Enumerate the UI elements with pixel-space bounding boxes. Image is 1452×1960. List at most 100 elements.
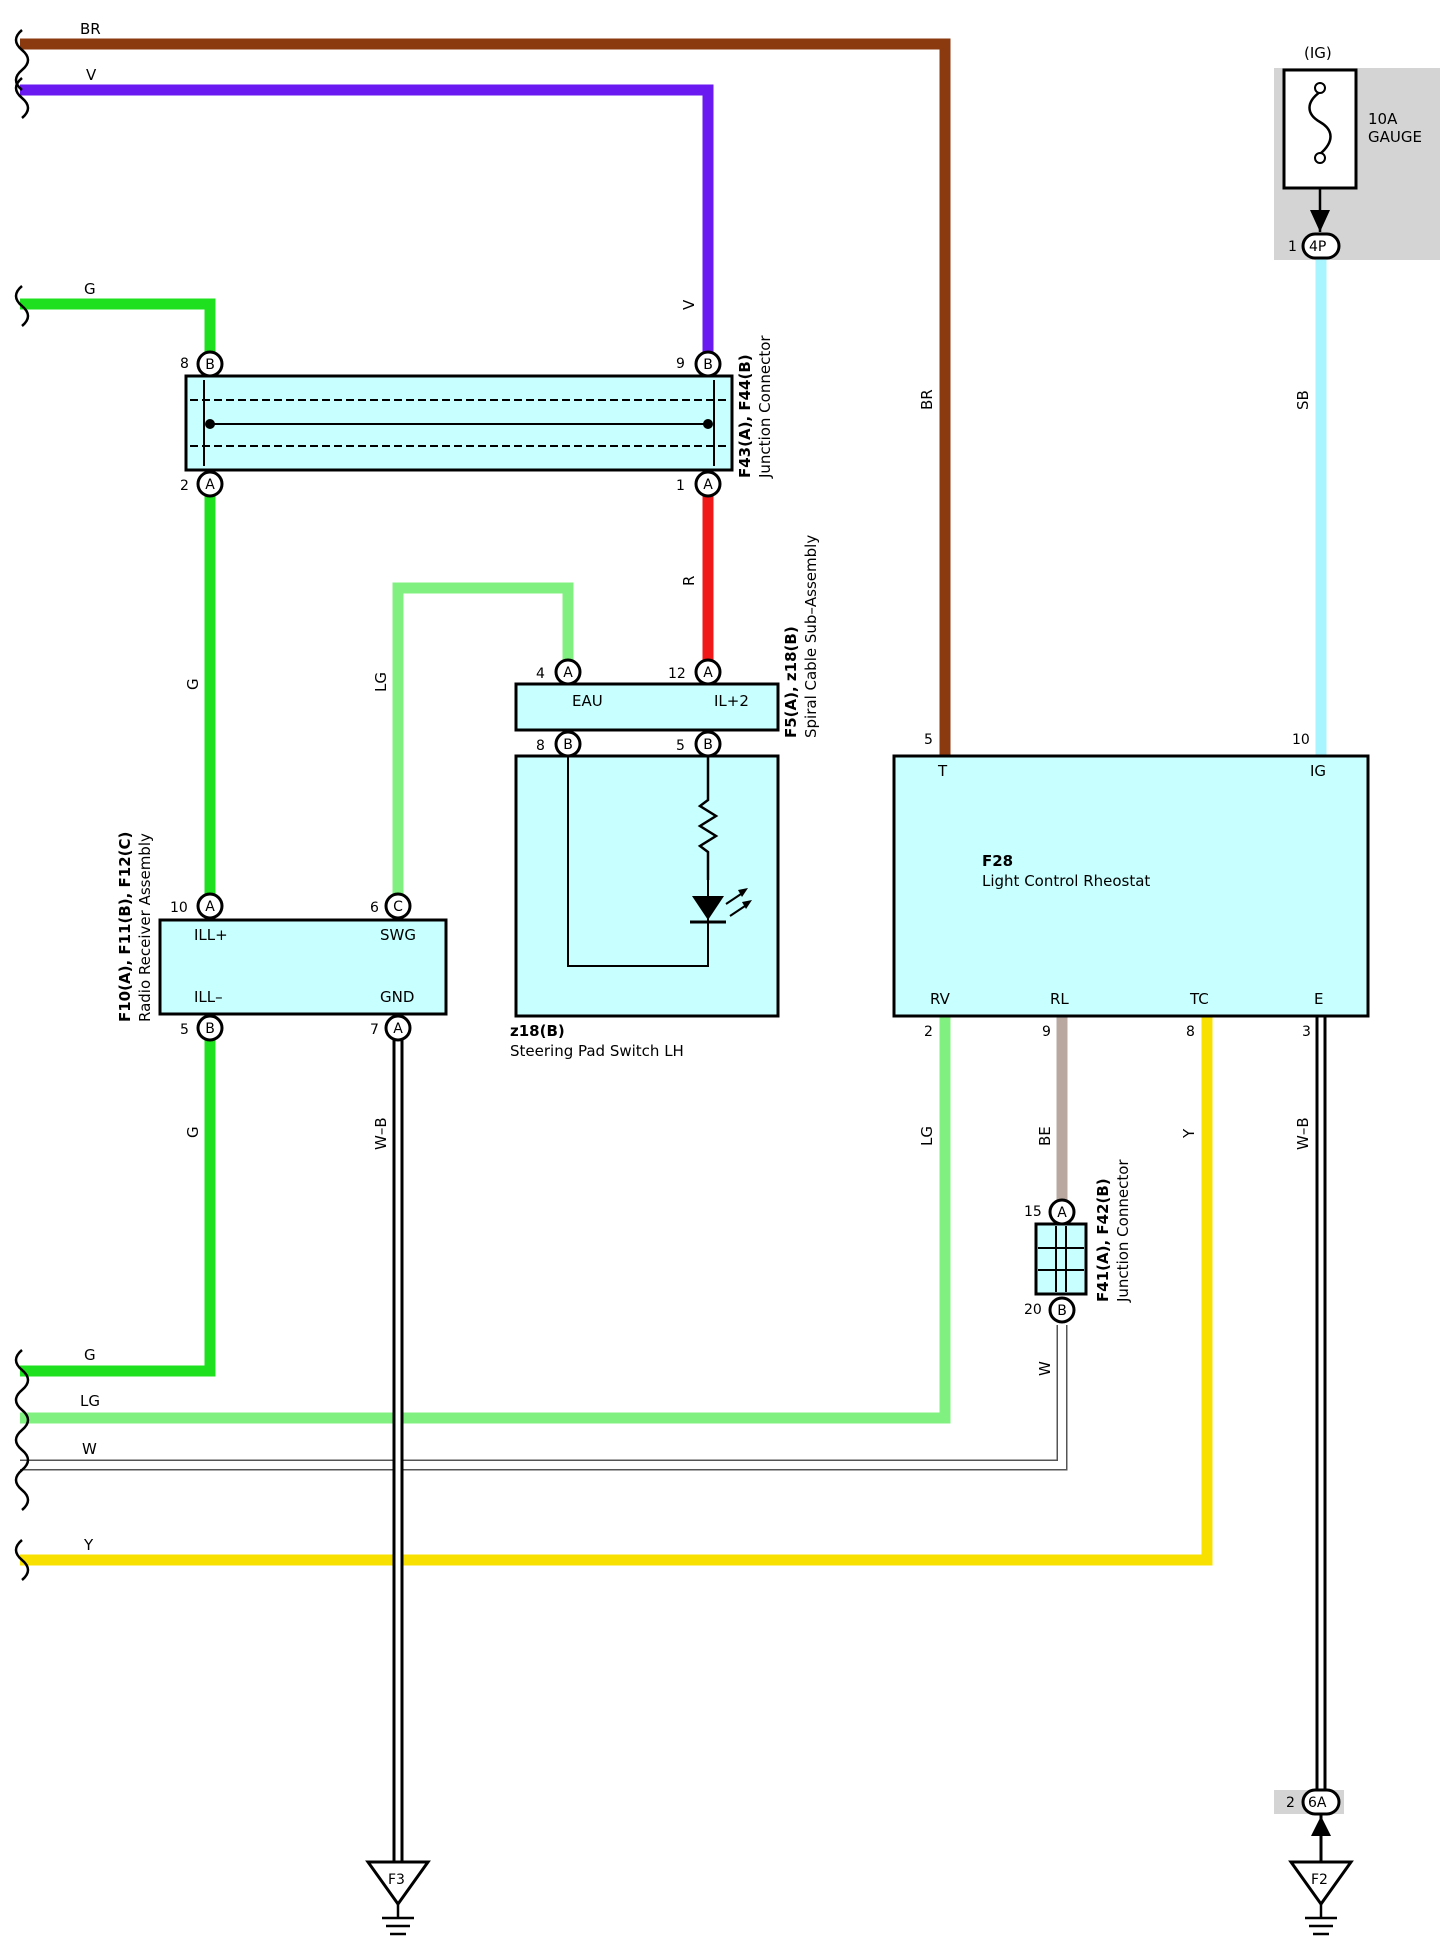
- steering-name: Steering Pad Switch LH: [510, 1042, 684, 1060]
- pin-jb-15: 15: [1024, 1204, 1042, 1220]
- rheostat-pin-rl: RL: [1050, 990, 1069, 1008]
- wire-g-top: [20, 298, 216, 362]
- term-sc-8: B: [563, 737, 573, 753]
- pin-jt-8: 8: [180, 356, 189, 372]
- spiral-ref: F5(A), z18(B): [782, 626, 800, 738]
- wire-label-g-top: G: [84, 280, 96, 298]
- wire-label-y-bottom: Y: [83, 1536, 94, 1554]
- pin-rh-8: 8: [1186, 1024, 1195, 1040]
- term-jt-2: A: [205, 477, 215, 493]
- fuse-pin-number: 1: [1288, 239, 1297, 255]
- junction-top-ref: F43(A), F44(B): [736, 354, 754, 478]
- ground-f2-icon: [1288, 1814, 1354, 1936]
- break-marks: [14, 29, 30, 1581]
- steering-pad-switch: [514, 754, 780, 1018]
- fuse-connector: [1301, 232, 1341, 260]
- rheostat-name: Light Control Rheostat: [982, 872, 1150, 890]
- wire-label-g-bottom-vert: G: [184, 1126, 202, 1138]
- term-jb-20: B: [1057, 1303, 1067, 1319]
- wire-label-wb-f2: W–B: [1294, 1117, 1312, 1150]
- pin-rh-10: 10: [1292, 732, 1310, 748]
- wire-label-wb-f3: W–B: [372, 1117, 390, 1150]
- wire-w: [20, 1325, 1066, 1469]
- wire-label-br-top: BR: [80, 20, 101, 38]
- spiral-cable-connector: [514, 682, 780, 732]
- term-jt-1: A: [703, 477, 713, 493]
- term-sc-4: A: [563, 665, 573, 681]
- wire-label-v-vert: V: [680, 299, 698, 310]
- wire-label-r-vert: R: [680, 576, 698, 586]
- wire-v: [20, 84, 714, 362]
- radio-pin-ill-plus: ILL+: [194, 926, 228, 944]
- spiral-name: Spiral Cable Sub–Assembly: [802, 535, 820, 738]
- radio-receiver: [158, 918, 448, 1016]
- wire-label-sb-vert: SB: [1294, 390, 1312, 410]
- pin-ra-5: 5: [180, 1022, 189, 1038]
- pin-ra-6: 6: [370, 900, 379, 916]
- radio-name: Radio Receiver Assembly: [136, 833, 154, 1022]
- spiral-pin-eau: EAU: [572, 692, 603, 710]
- radio-pin-ill-minus: ILL–: [194, 988, 223, 1006]
- term-ra-6: C: [393, 899, 403, 915]
- wire-br: [20, 38, 951, 756]
- pin-jt-2: 2: [180, 478, 189, 494]
- pin-sc-4: 4: [536, 666, 545, 682]
- rheostat-pin-ig: IG: [1310, 762, 1326, 780]
- term-sc-12: A: [703, 665, 713, 681]
- rheostat-pin-tc: TC: [1189, 990, 1209, 1008]
- spiral-pin-il2: IL+2: [714, 692, 749, 710]
- wire-label-lg-bottom: LG: [80, 1392, 100, 1410]
- fuse-icon: [1282, 68, 1358, 232]
- fuse-ig-label: (IG): [1304, 44, 1332, 62]
- wire-lg-rv: [20, 1016, 951, 1424]
- junction-connector-bottom: [1034, 1222, 1088, 1296]
- light-control-rheostat: [892, 754, 1370, 1018]
- term-ra-5: B: [205, 1021, 215, 1037]
- rheostat-ref: F28: [982, 852, 1013, 870]
- wire-g-bottom: [20, 1028, 216, 1377]
- wire-y: [20, 1016, 1213, 1566]
- pin-ra-7: 7: [370, 1022, 379, 1038]
- wire-label-g-bottom: G: [84, 1346, 96, 1364]
- pin-jt-9: 9: [676, 356, 685, 372]
- pin-rh-2: 2: [924, 1024, 933, 1040]
- wire-label-w-bottom: W: [82, 1440, 97, 1458]
- rheostat-pin-t: T: [937, 762, 948, 780]
- led-icon: [690, 888, 752, 924]
- pin-jt-1: 1: [676, 478, 685, 494]
- wire-label-y-vert: Y: [1180, 1128, 1198, 1139]
- wire-label-lg-swg: LG: [372, 672, 390, 692]
- wire-label-v-top: V: [86, 66, 97, 84]
- term-jt-8: B: [205, 357, 215, 373]
- junction-bottom-ref: F41(A), F42(B): [1094, 1178, 1112, 1302]
- fuse-rating: 10A: [1368, 110, 1398, 128]
- wire-lg-swg: [392, 582, 574, 906]
- fuse-connector-label: 4P: [1309, 239, 1326, 255]
- wire-label-br-vert: BR: [918, 389, 936, 410]
- pin-sc-5: 5: [676, 738, 685, 754]
- ground-f2-pin: 2: [1286, 1795, 1295, 1811]
- pin-rh-3: 3: [1302, 1024, 1311, 1040]
- terminal-circles: [196, 350, 1076, 1324]
- radio-pin-swg: SWG: [380, 926, 416, 944]
- ground-f3-icon: [365, 1860, 431, 1936]
- wire-label-lg-rv: LG: [918, 1126, 936, 1146]
- steering-ref: z18(B): [510, 1022, 565, 1040]
- wire-w-outline: [20, 1325, 1068, 1471]
- radio-pin-gnd: GND: [380, 988, 414, 1006]
- rheostat-pin-e: E: [1314, 990, 1323, 1008]
- fuse-name: GAUGE: [1368, 128, 1422, 146]
- pin-ra-10: 10: [170, 900, 188, 916]
- pin-rh-9: 9: [1042, 1024, 1051, 1040]
- wire-label-w-vert: W: [1036, 1361, 1054, 1376]
- term-jb-15: A: [1057, 1205, 1067, 1221]
- junction-bottom-name: Junction Connector: [1114, 1159, 1132, 1303]
- pin-rh-5: 5: [924, 732, 933, 748]
- wire-label-be: BE: [1036, 1126, 1054, 1146]
- term-sc-5: B: [703, 737, 713, 753]
- ground-f3-label: F3: [388, 1872, 405, 1888]
- pin-jb-20: 20: [1024, 1302, 1042, 1318]
- ground-f2-connector-label: 6A: [1308, 1795, 1327, 1811]
- term-jt-9: B: [703, 357, 713, 373]
